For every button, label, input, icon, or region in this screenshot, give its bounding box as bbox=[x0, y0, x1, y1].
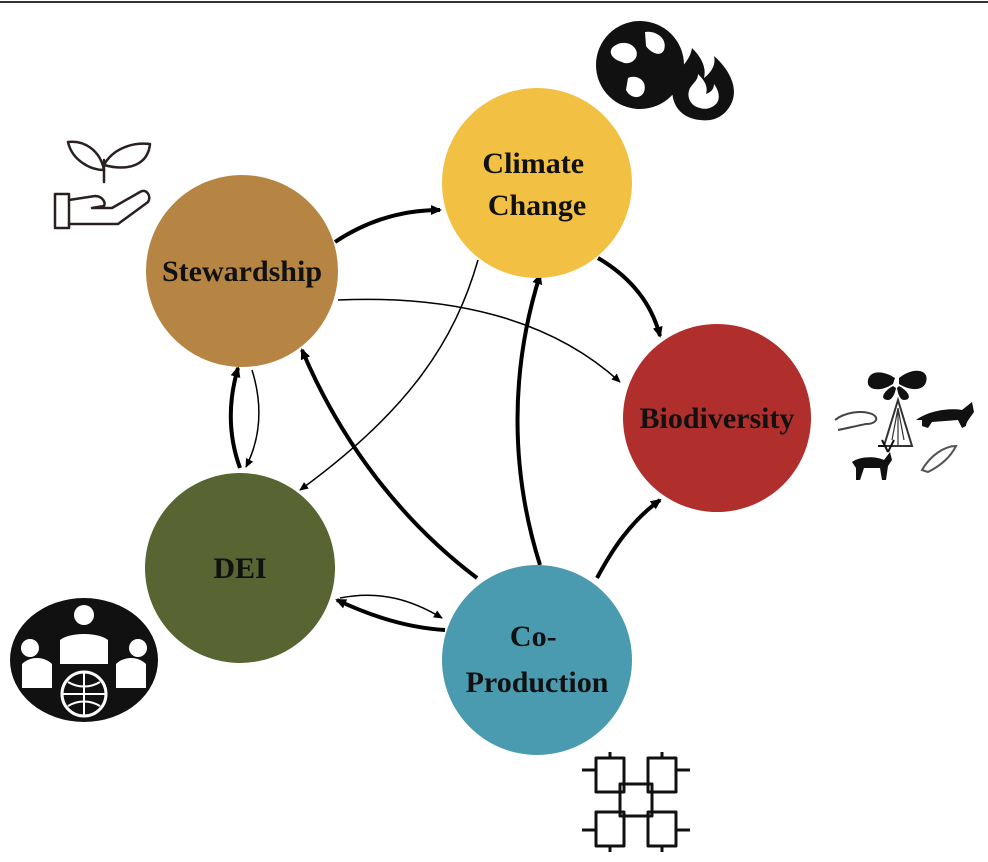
climate-label-line1: Climate bbox=[482, 147, 584, 180]
stewardship-label: Stewardship bbox=[162, 255, 322, 288]
edge-coproduction-to-climate bbox=[515, 273, 543, 566]
edge-stewardship-to-dei bbox=[245, 369, 260, 468]
people-globe-icon bbox=[10, 598, 158, 722]
node-stewardship: Stewardship bbox=[146, 175, 338, 367]
edge-climate-to-dei bbox=[299, 259, 479, 491]
edge-dei-to-stewardship bbox=[228, 366, 242, 469]
globe-fire-icon bbox=[596, 21, 734, 121]
edge-dei-to-coproduction bbox=[339, 594, 443, 619]
coproduction-label-line2: Production bbox=[466, 666, 609, 699]
node-co-production: Co- Production bbox=[442, 565, 632, 755]
coproduction-label-line1: Co- bbox=[510, 620, 557, 653]
svg-text:Co- Production: Co- Production bbox=[466, 620, 609, 699]
hand-plant-icon bbox=[53, 140, 152, 230]
edge-coproduction-to-stewardship bbox=[300, 348, 479, 580]
node-biodiversity: Biodiversity bbox=[623, 324, 811, 512]
node-dei: DEI bbox=[145, 473, 335, 663]
edge-climate-to-biodiversity bbox=[596, 256, 663, 338]
linked-hands-icon bbox=[582, 752, 690, 852]
edge-coproduction-to-dei bbox=[335, 598, 446, 632]
wildlife-icon bbox=[834, 370, 974, 480]
node-climate-change: Climate Change bbox=[442, 88, 632, 278]
svg-text:Climate Change: Climate Change bbox=[482, 147, 591, 222]
edge-coproduction-to-biodiversity bbox=[595, 498, 662, 579]
biodiversity-label: Biodiversity bbox=[640, 402, 795, 435]
edge-stewardship-to-climate bbox=[333, 205, 442, 244]
dei-label: DEI bbox=[213, 552, 266, 585]
edge-stewardship-to-biodiversity bbox=[337, 298, 621, 383]
climate-label-line2: Change bbox=[488, 189, 586, 222]
